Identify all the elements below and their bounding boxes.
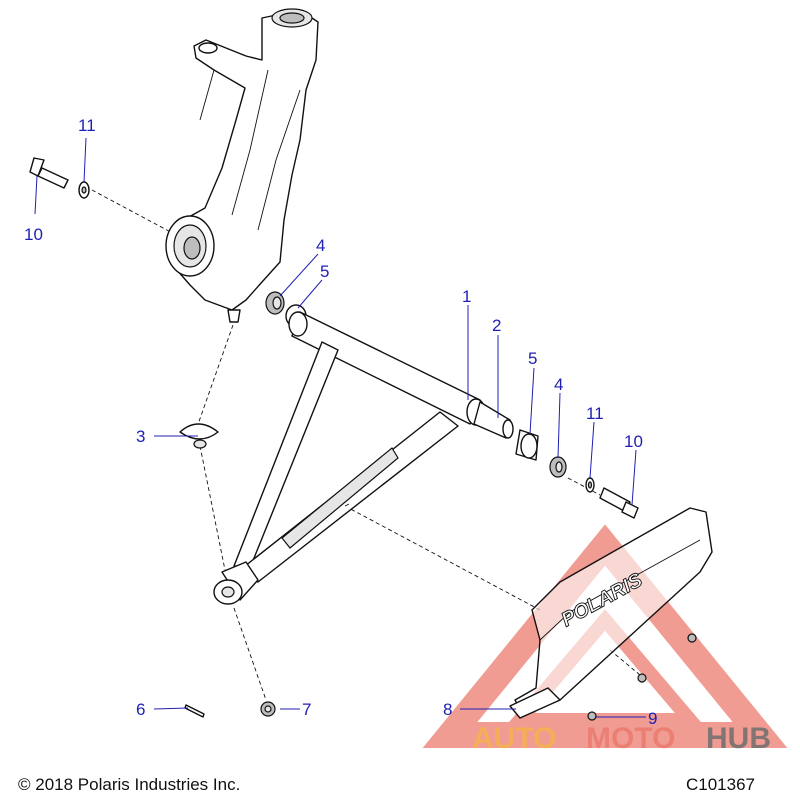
watermark-text: AUTO MOTO HUB	[472, 722, 771, 755]
callout-7: 6	[136, 700, 145, 719]
bushing-right	[549, 456, 567, 478]
svg-text:HUB: HUB	[706, 722, 771, 755]
callout-3: 3	[136, 427, 145, 446]
svg-text:MOTO: MOTO	[586, 722, 675, 755]
watermark-part2: MOTO	[586, 722, 675, 755]
steering-knuckle	[165, 8, 319, 323]
sleeve-right	[515, 429, 539, 461]
callout-11-left: 11	[78, 116, 96, 135]
ball-joint-boot	[179, 423, 219, 449]
watermark-part3: HUB	[706, 722, 771, 755]
callout-5-left: 5	[320, 262, 329, 281]
bolt-left	[29, 157, 69, 189]
callout-4-right: 4	[554, 375, 563, 394]
callout-leaders	[34, 137, 646, 718]
callout-4-left: 4	[316, 236, 325, 255]
bolt-right	[599, 487, 639, 519]
washer-left	[78, 181, 90, 199]
svg-text:AUTO: AUTO	[472, 722, 556, 755]
callout-10-left: 10	[24, 225, 43, 244]
guard-fasteners	[587, 633, 697, 721]
copyright-text: © 2018 Polaris Industries Inc.	[18, 775, 240, 794]
callout-11-right: 11	[586, 404, 604, 423]
watermark-part1: AUTO	[472, 722, 556, 755]
a-arm-guard: POLARIS	[509, 507, 713, 719]
bushing-left	[265, 291, 285, 315]
castle-nut	[260, 701, 276, 717]
callout-labels: 11 10 4 5 1 2 5 4 11 10 3 6 7 8 9	[24, 116, 657, 728]
washer-right	[585, 477, 595, 493]
drawing-number: C101367	[686, 775, 755, 794]
callout-9: 9	[648, 709, 657, 728]
callout-5-right: 5	[528, 349, 537, 368]
callout-8: 8	[443, 700, 452, 719]
callout-1: 1	[462, 287, 471, 306]
callout-2: 2	[492, 316, 501, 335]
callout-6: 7	[302, 700, 311, 719]
callout-10-right: 10	[624, 432, 643, 451]
a-arm	[213, 311, 514, 605]
cotter-pin	[184, 704, 205, 718]
assembly-dashed-lines	[91, 189, 641, 701]
